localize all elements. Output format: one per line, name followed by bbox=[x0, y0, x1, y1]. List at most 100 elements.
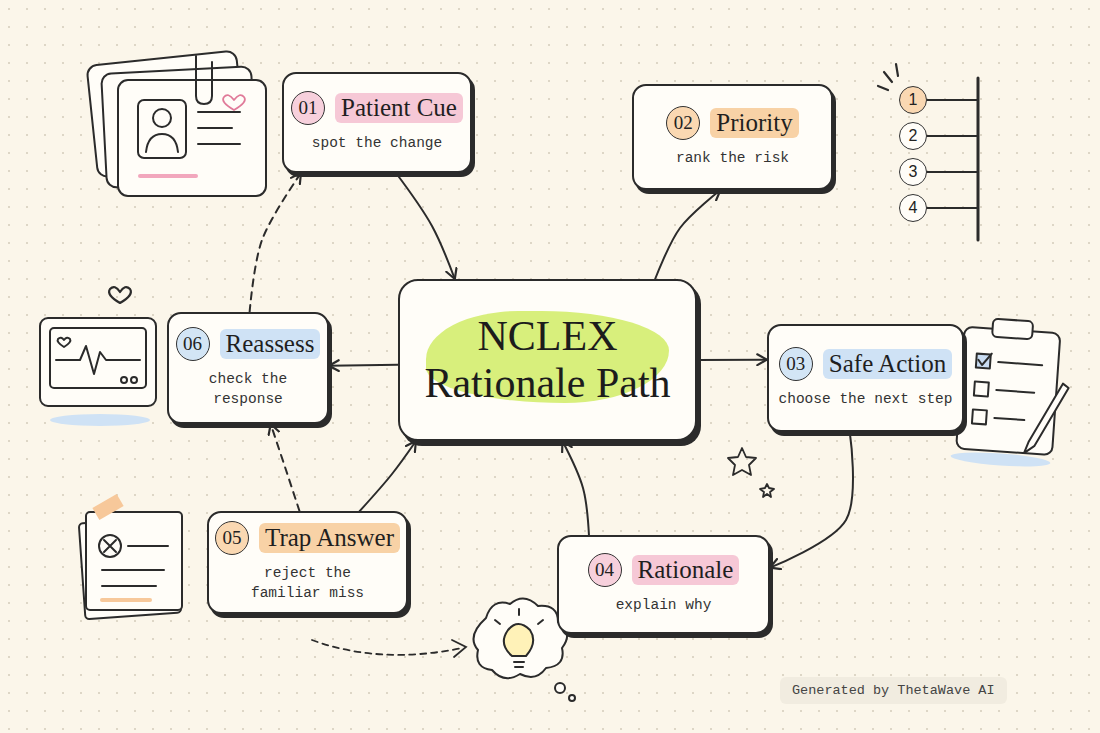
monitor-icon-part bbox=[109, 287, 131, 303]
wrong-answer-icon-part bbox=[86, 512, 182, 610]
ladder-icon-part bbox=[927, 135, 978, 137]
wrong-answer-icon-part bbox=[99, 535, 121, 557]
star-icon bbox=[728, 448, 774, 497]
clipboard-icon-part bbox=[1024, 381, 1069, 456]
id-card-icon-part bbox=[118, 80, 266, 196]
id-card-icon-part bbox=[140, 174, 196, 178]
dashed-pointer-part bbox=[312, 640, 462, 655]
clipboard-icon-part bbox=[974, 382, 989, 397]
lightbulb-icon-part bbox=[504, 624, 533, 656]
ladder-icon-part bbox=[927, 99, 978, 101]
ladder-icon-part bbox=[878, 86, 888, 90]
id-card-icon-part bbox=[198, 127, 232, 129]
clipboard-icon-part bbox=[978, 353, 992, 366]
step-title: Safe Action bbox=[823, 349, 952, 379]
lightbulb-icon-part bbox=[569, 695, 575, 701]
clipboard-icon bbox=[950, 316, 1073, 470]
dashed-pointer bbox=[312, 640, 466, 657]
step-number: 04 bbox=[588, 553, 622, 587]
star-icon-part bbox=[760, 484, 774, 497]
monitor-icon-part bbox=[40, 318, 156, 406]
step-number: 01 bbox=[291, 91, 325, 125]
lightbulb-icon-part bbox=[538, 620, 543, 624]
star-icon-part bbox=[728, 448, 756, 475]
flow-arrow bbox=[329, 364, 398, 367]
flow-arrow bbox=[562, 441, 589, 535]
flow-arrow bbox=[271, 424, 300, 511]
step-title: Priority bbox=[710, 108, 798, 138]
step-hint: explain why bbox=[616, 596, 712, 616]
card-header: 02Priority bbox=[666, 106, 798, 140]
monitor-icon-part bbox=[58, 338, 71, 347]
step-hint: reject the familiar miss bbox=[243, 564, 373, 603]
ladder-icon-part bbox=[977, 78, 980, 240]
wrong-answer-icon-part bbox=[104, 540, 116, 552]
hub-box: NCLEX Rationale Path bbox=[398, 279, 697, 441]
hub-title: NCLEX Rationale Path bbox=[413, 313, 683, 407]
step-number: 05 bbox=[215, 521, 249, 555]
card-header: 01 Patient Cue bbox=[291, 91, 463, 125]
lightbulb-icon-part bbox=[518, 609, 520, 615]
ladder-icon-part bbox=[927, 171, 978, 173]
step-card: 02Priority rank the risk bbox=[632, 84, 833, 190]
monitor-icon bbox=[40, 287, 156, 426]
lightbulb-icon-part bbox=[495, 620, 500, 624]
flow-arrow bbox=[697, 359, 767, 361]
card-header: 04 Rationale bbox=[588, 553, 740, 587]
wrong-answer-icon bbox=[79, 494, 182, 619]
monitor-icon-part bbox=[121, 377, 127, 383]
clipboard-icon-part bbox=[996, 390, 1034, 393]
flow-arrow bbox=[360, 441, 416, 511]
id-card-icon-part bbox=[223, 95, 245, 110]
clipboard-icon-part bbox=[994, 418, 1024, 420]
step-card: 06 Reassess check the response bbox=[167, 312, 329, 424]
flow-arrow bbox=[770, 432, 853, 568]
clipboard-icon-part bbox=[956, 327, 1060, 455]
id-card-icon-part bbox=[153, 109, 171, 127]
rank-number: 1 bbox=[899, 86, 927, 114]
dashed-pointer-part bbox=[452, 640, 466, 657]
step-hint: spot the change bbox=[312, 134, 443, 154]
wrong-answer-icon-part bbox=[102, 598, 150, 602]
card-header: 03 Safe Action bbox=[779, 347, 952, 381]
rank-number: 4 bbox=[899, 194, 927, 222]
step-number: 03 bbox=[779, 347, 813, 381]
step-hint: choose the next step bbox=[778, 390, 952, 410]
wrong-answer-icon-part bbox=[102, 585, 156, 587]
wrong-answer-icon-part bbox=[128, 545, 168, 547]
watermark: Generated by ThetaWave AI bbox=[780, 677, 1007, 704]
step-card: 04 Rationale explain why bbox=[557, 535, 770, 634]
monitor-icon-part bbox=[50, 328, 146, 388]
lightbulb-icon-part bbox=[474, 598, 568, 678]
step-hint: rank the risk bbox=[676, 149, 789, 169]
flow-arrow bbox=[396, 173, 455, 279]
step-card: 03 Safe Action choose the next step bbox=[767, 324, 964, 432]
id-card-icon bbox=[87, 50, 266, 196]
card-header: 06 Reassess bbox=[176, 327, 321, 361]
rank-number: 2 bbox=[899, 122, 927, 150]
step-hint: check the response bbox=[193, 370, 303, 409]
step-title: Patient Cue bbox=[335, 93, 463, 123]
card-header: 05 Trap Answer bbox=[215, 521, 400, 555]
step-number: 06 bbox=[176, 327, 210, 361]
clipboard-icon-part bbox=[976, 354, 991, 369]
rank-number: 3 bbox=[899, 158, 927, 186]
ladder-icon bbox=[878, 64, 978, 240]
step-card: 01 Patient Cue spot the change bbox=[282, 72, 472, 173]
monitor-icon-part bbox=[50, 414, 150, 426]
step-title: Reassess bbox=[220, 329, 321, 359]
id-card-icon-part bbox=[138, 100, 186, 158]
monitor-icon-part bbox=[56, 346, 140, 374]
lightbulb-icon-part bbox=[515, 666, 523, 668]
id-card-icon-part bbox=[198, 143, 240, 145]
lightbulb-icon-part bbox=[514, 661, 524, 663]
step-title: Trap Answer bbox=[259, 523, 400, 553]
monitor-icon-part bbox=[131, 377, 137, 383]
step-card: 05 Trap Answer reject the familiar miss bbox=[207, 511, 408, 614]
flow-arrow bbox=[655, 190, 720, 279]
step-title: Rationale bbox=[632, 555, 740, 585]
lightbulb-icon-part bbox=[555, 683, 565, 693]
ladder-icon-part bbox=[884, 72, 892, 82]
id-card-icon-part bbox=[198, 111, 240, 113]
